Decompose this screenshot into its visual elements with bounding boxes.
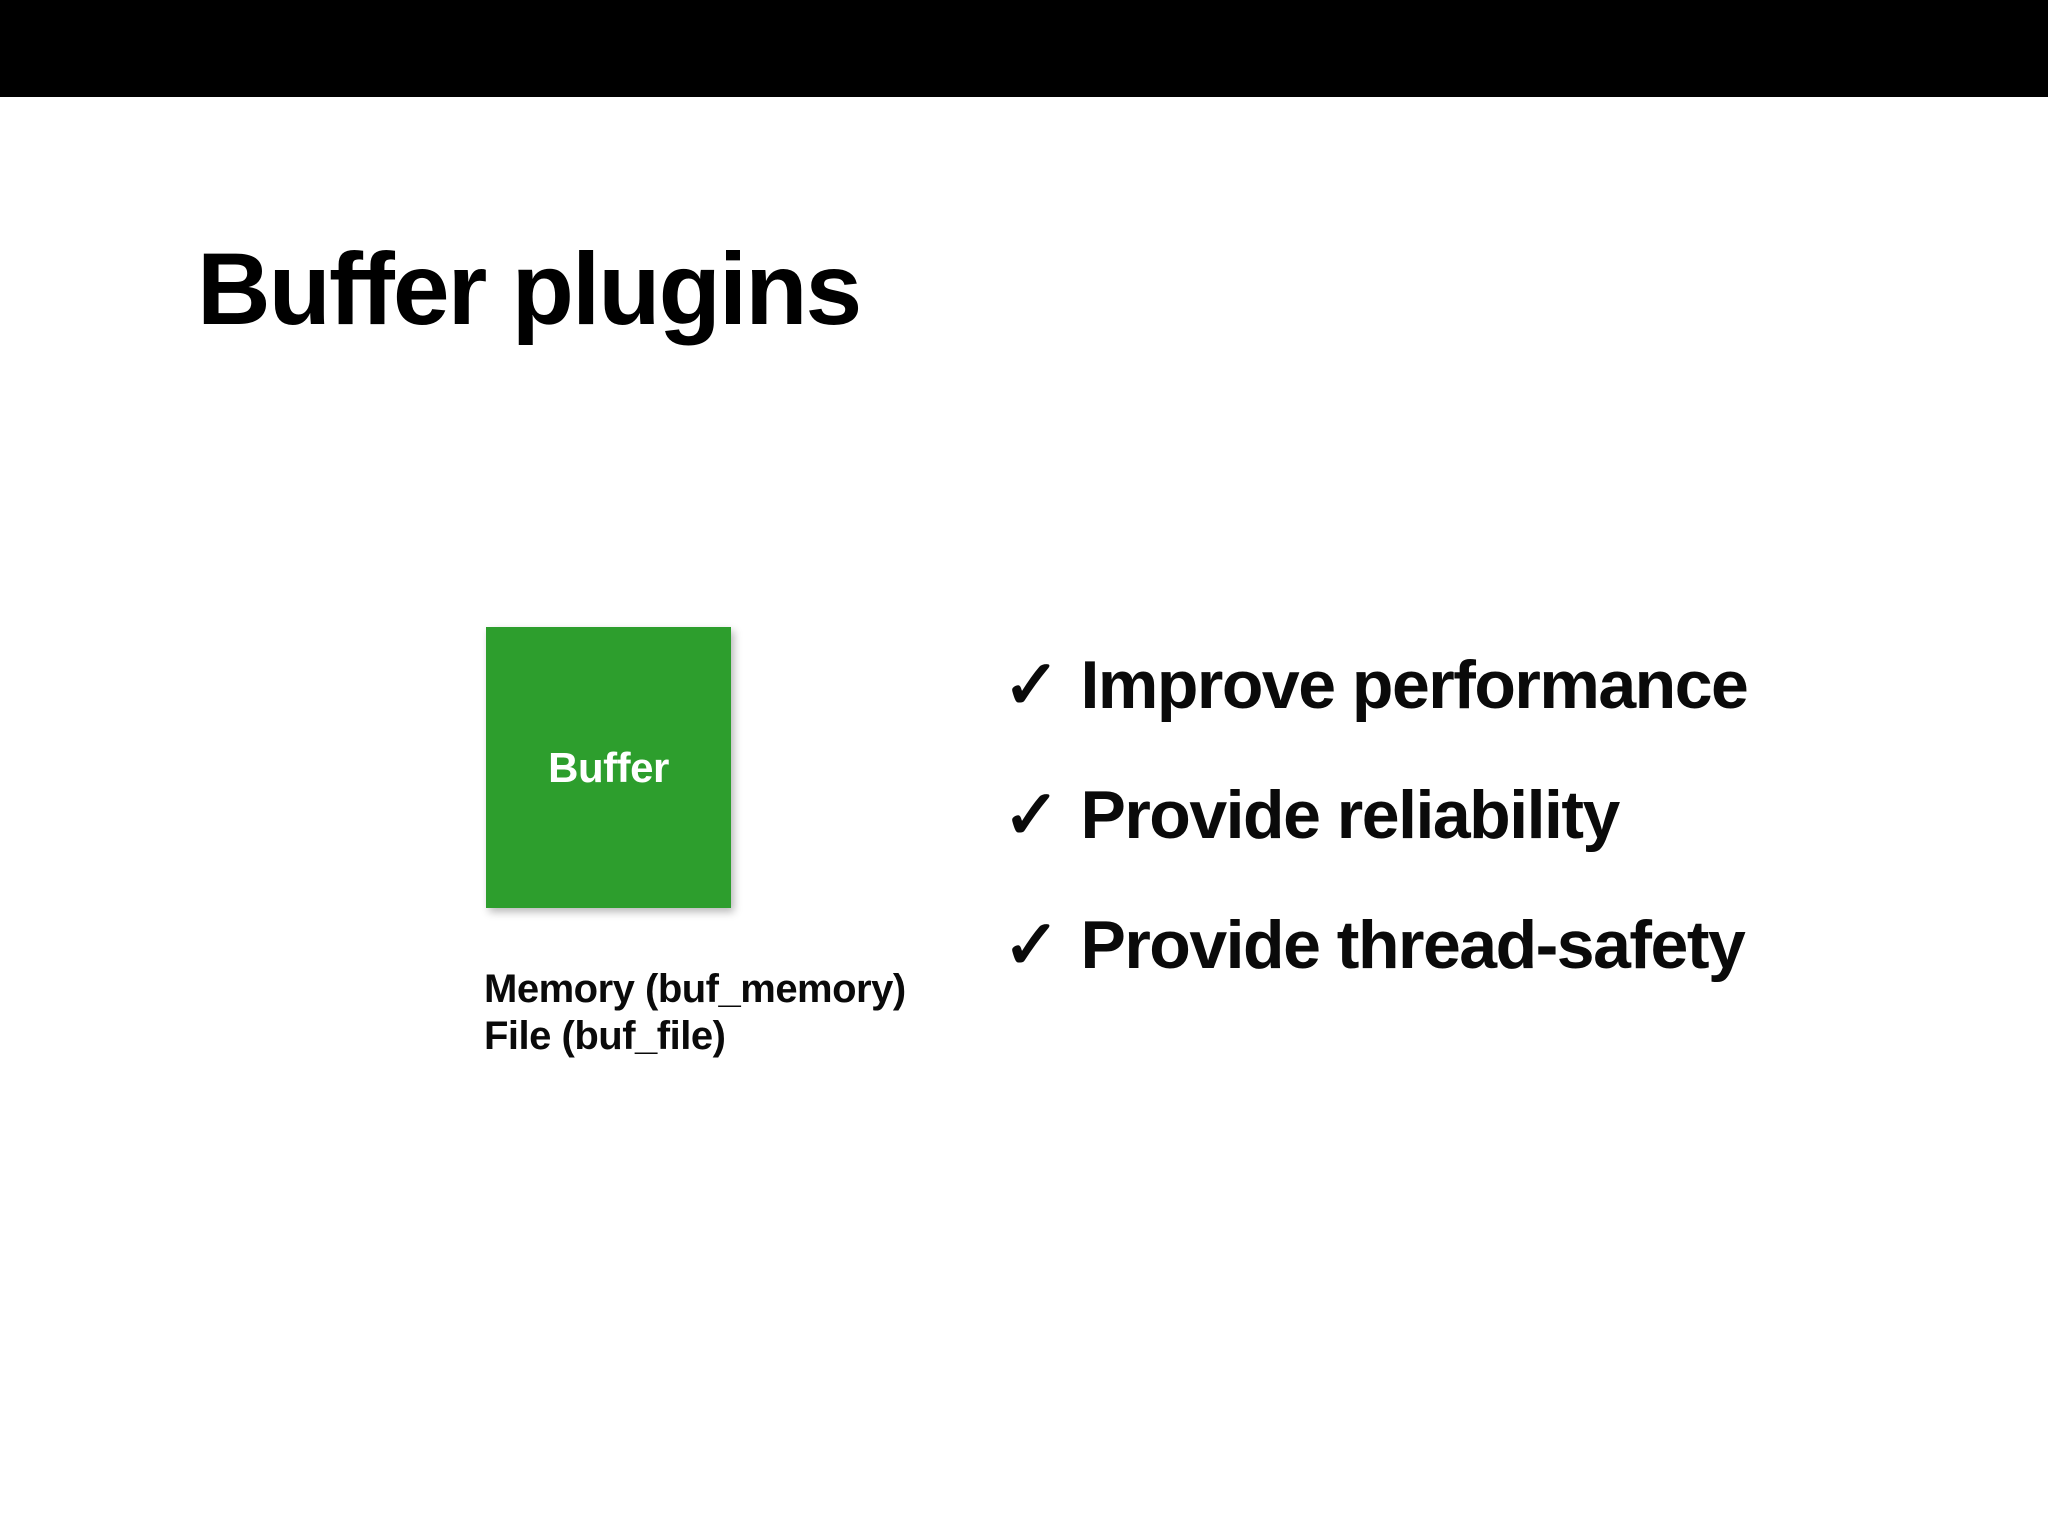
slide-title: Buffer plugins <box>197 232 862 346</box>
bullet-label: Provide thread-safety <box>1080 907 1745 983</box>
bullet-item-provide-thread-safety: ✓ Provide thread-safety <box>1003 911 1747 979</box>
bullet-label: Improve performance <box>1080 647 1748 723</box>
checkmark-icon: ✓ <box>1003 907 1060 983</box>
checkmark-icon: ✓ <box>1003 777 1060 853</box>
checkmark-icon: ✓ <box>1003 647 1060 723</box>
buffer-caption: Memory (buf_memory) File (buf_file) <box>484 966 906 1060</box>
bullet-item-provide-reliability: ✓ Provide reliability <box>1003 781 1747 849</box>
letterbox-top-bar <box>0 0 2048 97</box>
buffer-box-label: Buffer <box>548 743 669 791</box>
bullet-list: ✓ Improve performance ✓ Provide reliabil… <box>1003 647 1749 979</box>
caption-line-memory: Memory (buf_memory) <box>484 967 906 1011</box>
buffer-box: Buffer <box>486 627 731 908</box>
bullet-label: Provide reliability <box>1080 777 1620 853</box>
bullet-item-improve-performance: ✓ Improve performance <box>1003 647 1749 723</box>
caption-line-file: File (buf_file) <box>484 1014 726 1059</box>
